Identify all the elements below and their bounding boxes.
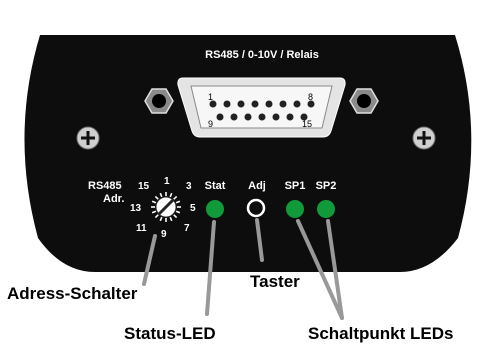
status-led: [206, 200, 224, 218]
connector-pin: [230, 113, 238, 121]
adj-label: Adj: [248, 180, 266, 192]
switch-tick: [173, 214, 178, 219]
switch-caption-rs485: RS485: [88, 180, 122, 192]
leader-status: [205, 220, 216, 316]
switch-tick: [173, 195, 178, 200]
connector-pin: [223, 100, 231, 108]
switch-tick: [169, 216, 173, 222]
sp2-led: [317, 200, 335, 218]
connector-pin: [237, 100, 245, 108]
hex-nut-right: [349, 88, 379, 114]
switch-digit-5: 5: [190, 203, 196, 214]
connector-pin: [300, 113, 308, 121]
leader-taster: [255, 218, 264, 262]
switch-caption-adr: Adr.: [103, 193, 124, 205]
sp1-led: [286, 200, 304, 218]
connector-pin: [286, 113, 294, 121]
leader-adress: [142, 234, 157, 286]
callout-status-led: Status-LED: [124, 324, 216, 343]
front-plate: [24, 35, 472, 272]
adj-button[interactable]: [246, 198, 266, 218]
stat-label: Stat: [205, 180, 226, 192]
switch-tick: [154, 214, 159, 219]
switch-digit-3: 3: [186, 181, 192, 192]
screw-left: [76, 126, 100, 150]
pin-15-label: 15: [302, 119, 312, 129]
switch-tick: [175, 210, 181, 214]
connector-pin: [279, 100, 287, 108]
switch-digit-7: 7: [184, 223, 190, 234]
address-switch[interactable]: [151, 192, 181, 222]
callout-schaltpunkt-leds: Schaltpunkt LEDs: [308, 324, 453, 343]
pin-9-label: 9: [208, 119, 213, 129]
connector-pins: [209, 100, 315, 121]
pin-8-label: 8: [308, 92, 313, 102]
switch-tick: [151, 210, 157, 214]
switch-digit-15: 15: [138, 181, 150, 192]
connector-label: RS485 / 0-10V / Relais: [205, 49, 319, 61]
connector-pin: [216, 113, 224, 121]
connector-pin: [265, 100, 273, 108]
leader-sp1: [296, 219, 344, 320]
leader-lines: [142, 218, 344, 320]
screw-right: [412, 126, 436, 150]
callout-taster: Taster: [250, 272, 300, 291]
connector-pin: [258, 113, 266, 121]
sp1-label: SP1: [285, 180, 306, 192]
sp2-label: SP2: [316, 180, 337, 192]
connector-pin: [307, 100, 315, 108]
switch-tick: [151, 200, 157, 204]
connector-pin: [244, 113, 252, 121]
connector-pin: [293, 100, 301, 108]
switch-digit-9: 9: [161, 229, 167, 240]
switch-digit-13: 13: [130, 203, 142, 214]
dsub15-connector: 1 8 9 15: [177, 77, 346, 138]
switch-digit-1: 1: [164, 176, 170, 187]
switch-tick: [159, 192, 163, 198]
connector-pin: [209, 100, 217, 108]
switch-tick: [175, 200, 181, 204]
switch-tick: [169, 192, 173, 198]
connector-pin: [251, 100, 259, 108]
callout-adress-schalter: Adress-Schalter: [7, 284, 138, 303]
switch-tick: [154, 195, 159, 200]
leader-sp2: [326, 219, 344, 320]
address-switch-ticks: [151, 192, 181, 222]
switch-tick: [159, 216, 163, 222]
switch-digit-11: 11: [136, 223, 147, 234]
connector-pin: [272, 113, 280, 121]
pin-1-label: 1: [208, 92, 213, 102]
hex-nut-left: [144, 88, 174, 114]
